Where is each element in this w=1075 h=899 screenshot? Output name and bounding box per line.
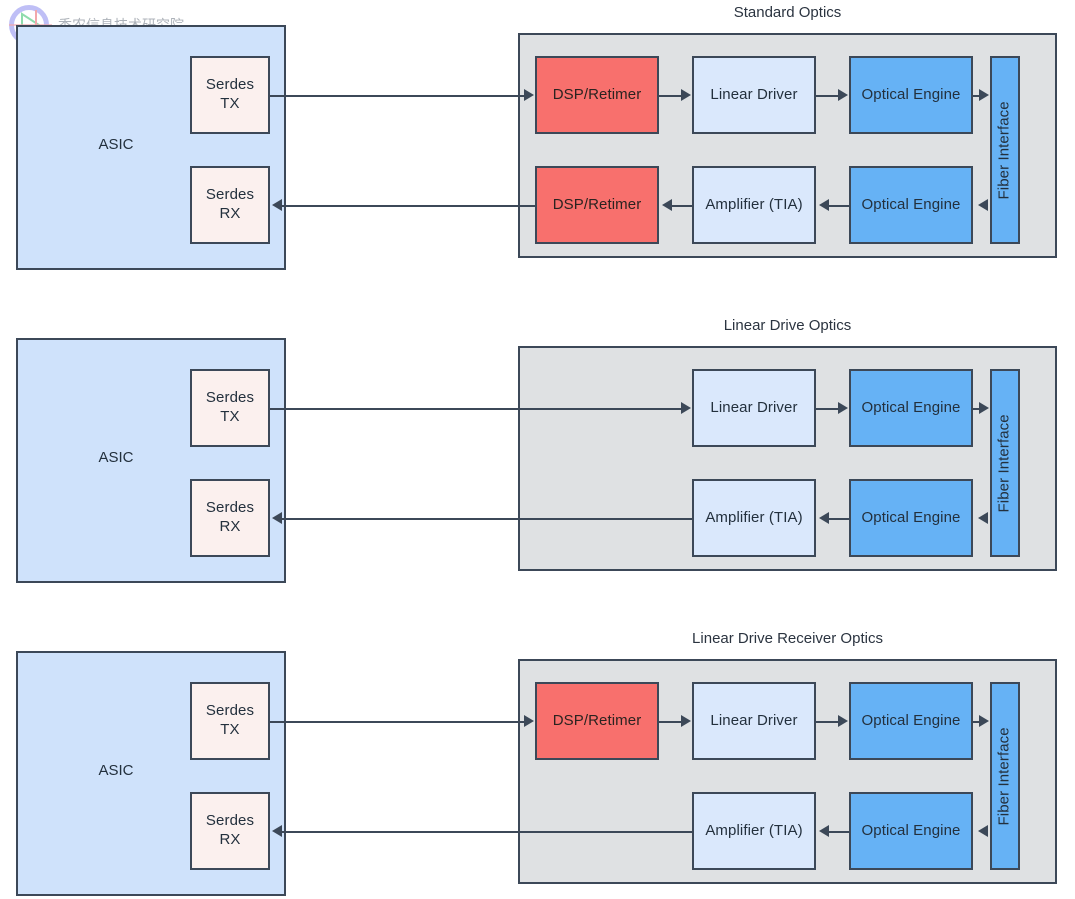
connector-amp-dsp-arrow-1 <box>662 199 672 211</box>
connector-tx-3 <box>270 721 525 723</box>
serdes-tx-2: Serdes TX <box>190 369 270 447</box>
fiber-interface-label-3: Fiber Interface <box>995 726 1013 826</box>
connector-rx-arrow-2 <box>272 512 282 524</box>
amplifier-tia-rx-2: Amplifier (TIA) <box>692 479 816 557</box>
fiber-interface-1: Fiber Interface <box>990 56 1020 244</box>
connector-engine-amp-arrow-2 <box>819 512 829 524</box>
serdes-rx-2: Serdes RX <box>190 479 270 557</box>
connector-driver-engine-arrow-3 <box>838 715 848 727</box>
connector-fiber-engine-arrow-1 <box>978 199 988 211</box>
connector-rx-arrow-3 <box>272 825 282 837</box>
optical-engine-rx-1: Optical Engine <box>849 166 973 244</box>
connector-engine-fiber-1 <box>973 95 980 97</box>
linear-driver-tx-3: Linear Driver <box>692 682 816 760</box>
title-linear-drive-optics: Linear Drive Optics <box>723 317 852 334</box>
connector-tx-arrow-1 <box>524 89 534 101</box>
connector-engine-fiber-arrow-3 <box>979 715 989 727</box>
title-linear-drive-receiver-optics: Linear Drive Receiver Optics <box>692 630 883 647</box>
optical-engine-rx-2: Optical Engine <box>849 479 973 557</box>
connector-driver-engine-2 <box>816 408 839 410</box>
dsp-retimer-tx-1: DSP/Retimer <box>535 56 659 134</box>
connector-dsp-driver-arrow-3 <box>681 715 691 727</box>
connector-engine-amp-2 <box>826 518 849 520</box>
connector-engine-amp-3 <box>826 831 849 833</box>
connector-tx-arrow-3 <box>524 715 534 727</box>
connector-rx-2 <box>281 518 692 520</box>
connector-rx-1 <box>281 205 535 207</box>
connector-driver-engine-arrow-1 <box>838 89 848 101</box>
optical-engine-tx-3: Optical Engine <box>849 682 973 760</box>
fiber-interface-label-1: Fiber Interface <box>995 100 1013 200</box>
title-standard-optics: Standard Optics <box>733 4 842 21</box>
optical-engine-rx-3: Optical Engine <box>849 792 973 870</box>
optical-engine-tx-1: Optical Engine <box>849 56 973 134</box>
connector-tx-arrow-2 <box>681 402 691 414</box>
connector-engine-fiber-arrow-2 <box>979 402 989 414</box>
connector-dsp-driver-3 <box>659 721 682 723</box>
dsp-retimer-rx-1: DSP/Retimer <box>535 166 659 244</box>
connector-engine-fiber-arrow-1 <box>979 89 989 101</box>
connector-driver-engine-arrow-2 <box>838 402 848 414</box>
amplifier-tia-rx-3: Amplifier (TIA) <box>692 792 816 870</box>
serdes-tx-1: Serdes TX <box>190 56 270 134</box>
connector-dsp-driver-1 <box>659 95 682 97</box>
connector-fiber-engine-arrow-3 <box>978 825 988 837</box>
connector-engine-amp-arrow-3 <box>819 825 829 837</box>
connector-engine-fiber-2 <box>973 408 980 410</box>
optical-engine-tx-2: Optical Engine <box>849 369 973 447</box>
fiber-interface-3: Fiber Interface <box>990 682 1020 870</box>
connector-tx-1 <box>270 95 525 97</box>
serdes-rx-1: Serdes RX <box>190 166 270 244</box>
linear-driver-tx-2: Linear Driver <box>692 369 816 447</box>
connector-driver-engine-1 <box>816 95 839 97</box>
connector-tx-2 <box>270 408 682 410</box>
linear-driver-tx-1: Linear Driver <box>692 56 816 134</box>
connector-fiber-engine-arrow-2 <box>978 512 988 524</box>
connector-amp-dsp-1 <box>669 205 692 207</box>
connector-driver-engine-3 <box>816 721 839 723</box>
connector-engine-fiber-3 <box>973 721 980 723</box>
connector-engine-amp-1 <box>826 205 849 207</box>
dsp-retimer-tx-3: DSP/Retimer <box>535 682 659 760</box>
serdes-tx-3: Serdes TX <box>190 682 270 760</box>
fiber-interface-2: Fiber Interface <box>990 369 1020 557</box>
connector-dsp-driver-arrow-1 <box>681 89 691 101</box>
amplifier-tia-rx-1: Amplifier (TIA) <box>692 166 816 244</box>
fiber-interface-label-2: Fiber Interface <box>995 413 1013 513</box>
connector-engine-amp-arrow-1 <box>819 199 829 211</box>
connector-rx-3 <box>281 831 692 833</box>
connector-rx-arrow-1 <box>272 199 282 211</box>
serdes-rx-3: Serdes RX <box>190 792 270 870</box>
